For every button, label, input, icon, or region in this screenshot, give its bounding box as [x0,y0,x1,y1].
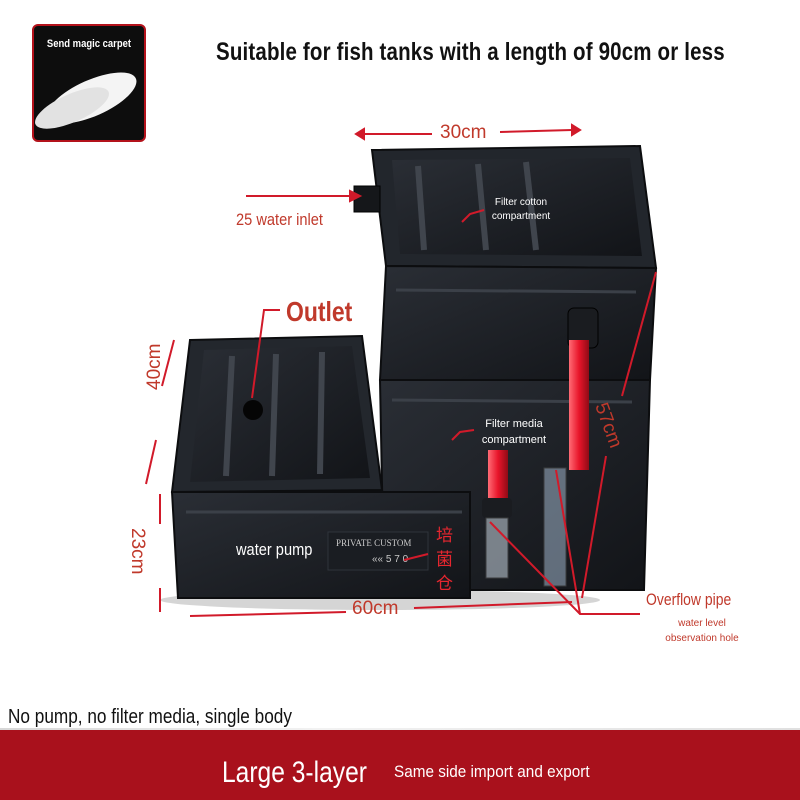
dim-upper-height: 40cm [144,343,165,390]
lower-box [170,491,471,599]
badge-label: Send magic carpet [46,38,132,50]
filter-media-label: Filter media compartment [481,418,547,446]
outlet-hole [243,400,263,420]
dimension-lines [145,123,657,617]
upper-box [378,264,658,381]
banner-title: Large 3-layer [222,756,367,789]
return-pipe [488,450,508,500]
dim-line-40-top [161,339,175,387]
lower-stack: PRIVATE CUSTOM «« 5 7 0 [170,334,471,599]
observation-hole-label: water level observation hole [665,618,739,644]
dim-bottom-length: 60cm [352,598,399,619]
inlet-arrowhead [349,189,363,203]
dim-line-60-right [413,601,573,609]
banner-subtitle: Same side import and export [394,762,590,781]
lid-rib [269,353,279,477]
box-code: «« 5 7 0 [372,554,409,565]
dim-line-30-right [499,129,573,133]
box-brand: PRIVATE CUSTOM [336,538,411,548]
lid-rib [475,163,489,251]
inlet-port [353,185,381,213]
bottom-banner [0,730,800,800]
lid-rib [223,355,235,477]
dim-top-width: 30cm [440,122,487,143]
dim-line-60-left [189,611,347,617]
cotton-arrow [461,209,485,223]
clear-tube [485,517,509,579]
free-gift-badge: Send magic carpet [32,24,146,142]
observation-tube [543,467,567,587]
label-plate [327,531,429,571]
obs-pointer [555,469,581,615]
dim-line-57-top [621,271,657,397]
water-pump-label: water pump [236,540,313,559]
inlet-label: 25 water inlet [236,210,323,229]
left-lid-inner [190,346,370,482]
rim-line [391,398,633,404]
overflow-pipe [569,340,589,470]
pipe-fitting [482,498,512,518]
package-note: No pump, no filter media, single body [8,706,292,728]
overflow-pipe-label: Overflow pipe [646,590,732,609]
lid-rib [523,161,539,251]
outlet-arrow [251,309,280,399]
dim-arrowhead [571,123,582,137]
top-lid-inner [392,158,642,256]
outlet-label: Outlet [286,296,353,327]
bacteria-chamber-label: 培菌仓 [436,526,453,594]
dim-line-40-bottom [145,439,157,485]
pointer-arrows [246,189,640,615]
pump-arrow [403,553,429,561]
dim-lower-height: 23cm [127,528,148,575]
media-arrow [451,429,475,441]
dim-line-57-bottom [581,455,607,599]
filter-cotton-label: Filter cotton compartment [491,197,551,222]
headline: Suitable for fish tanks with a length of… [216,38,725,66]
lid-rib [317,351,325,475]
rim-line [395,288,637,294]
dim-arrowhead [354,127,365,141]
lid-rib [415,165,427,251]
